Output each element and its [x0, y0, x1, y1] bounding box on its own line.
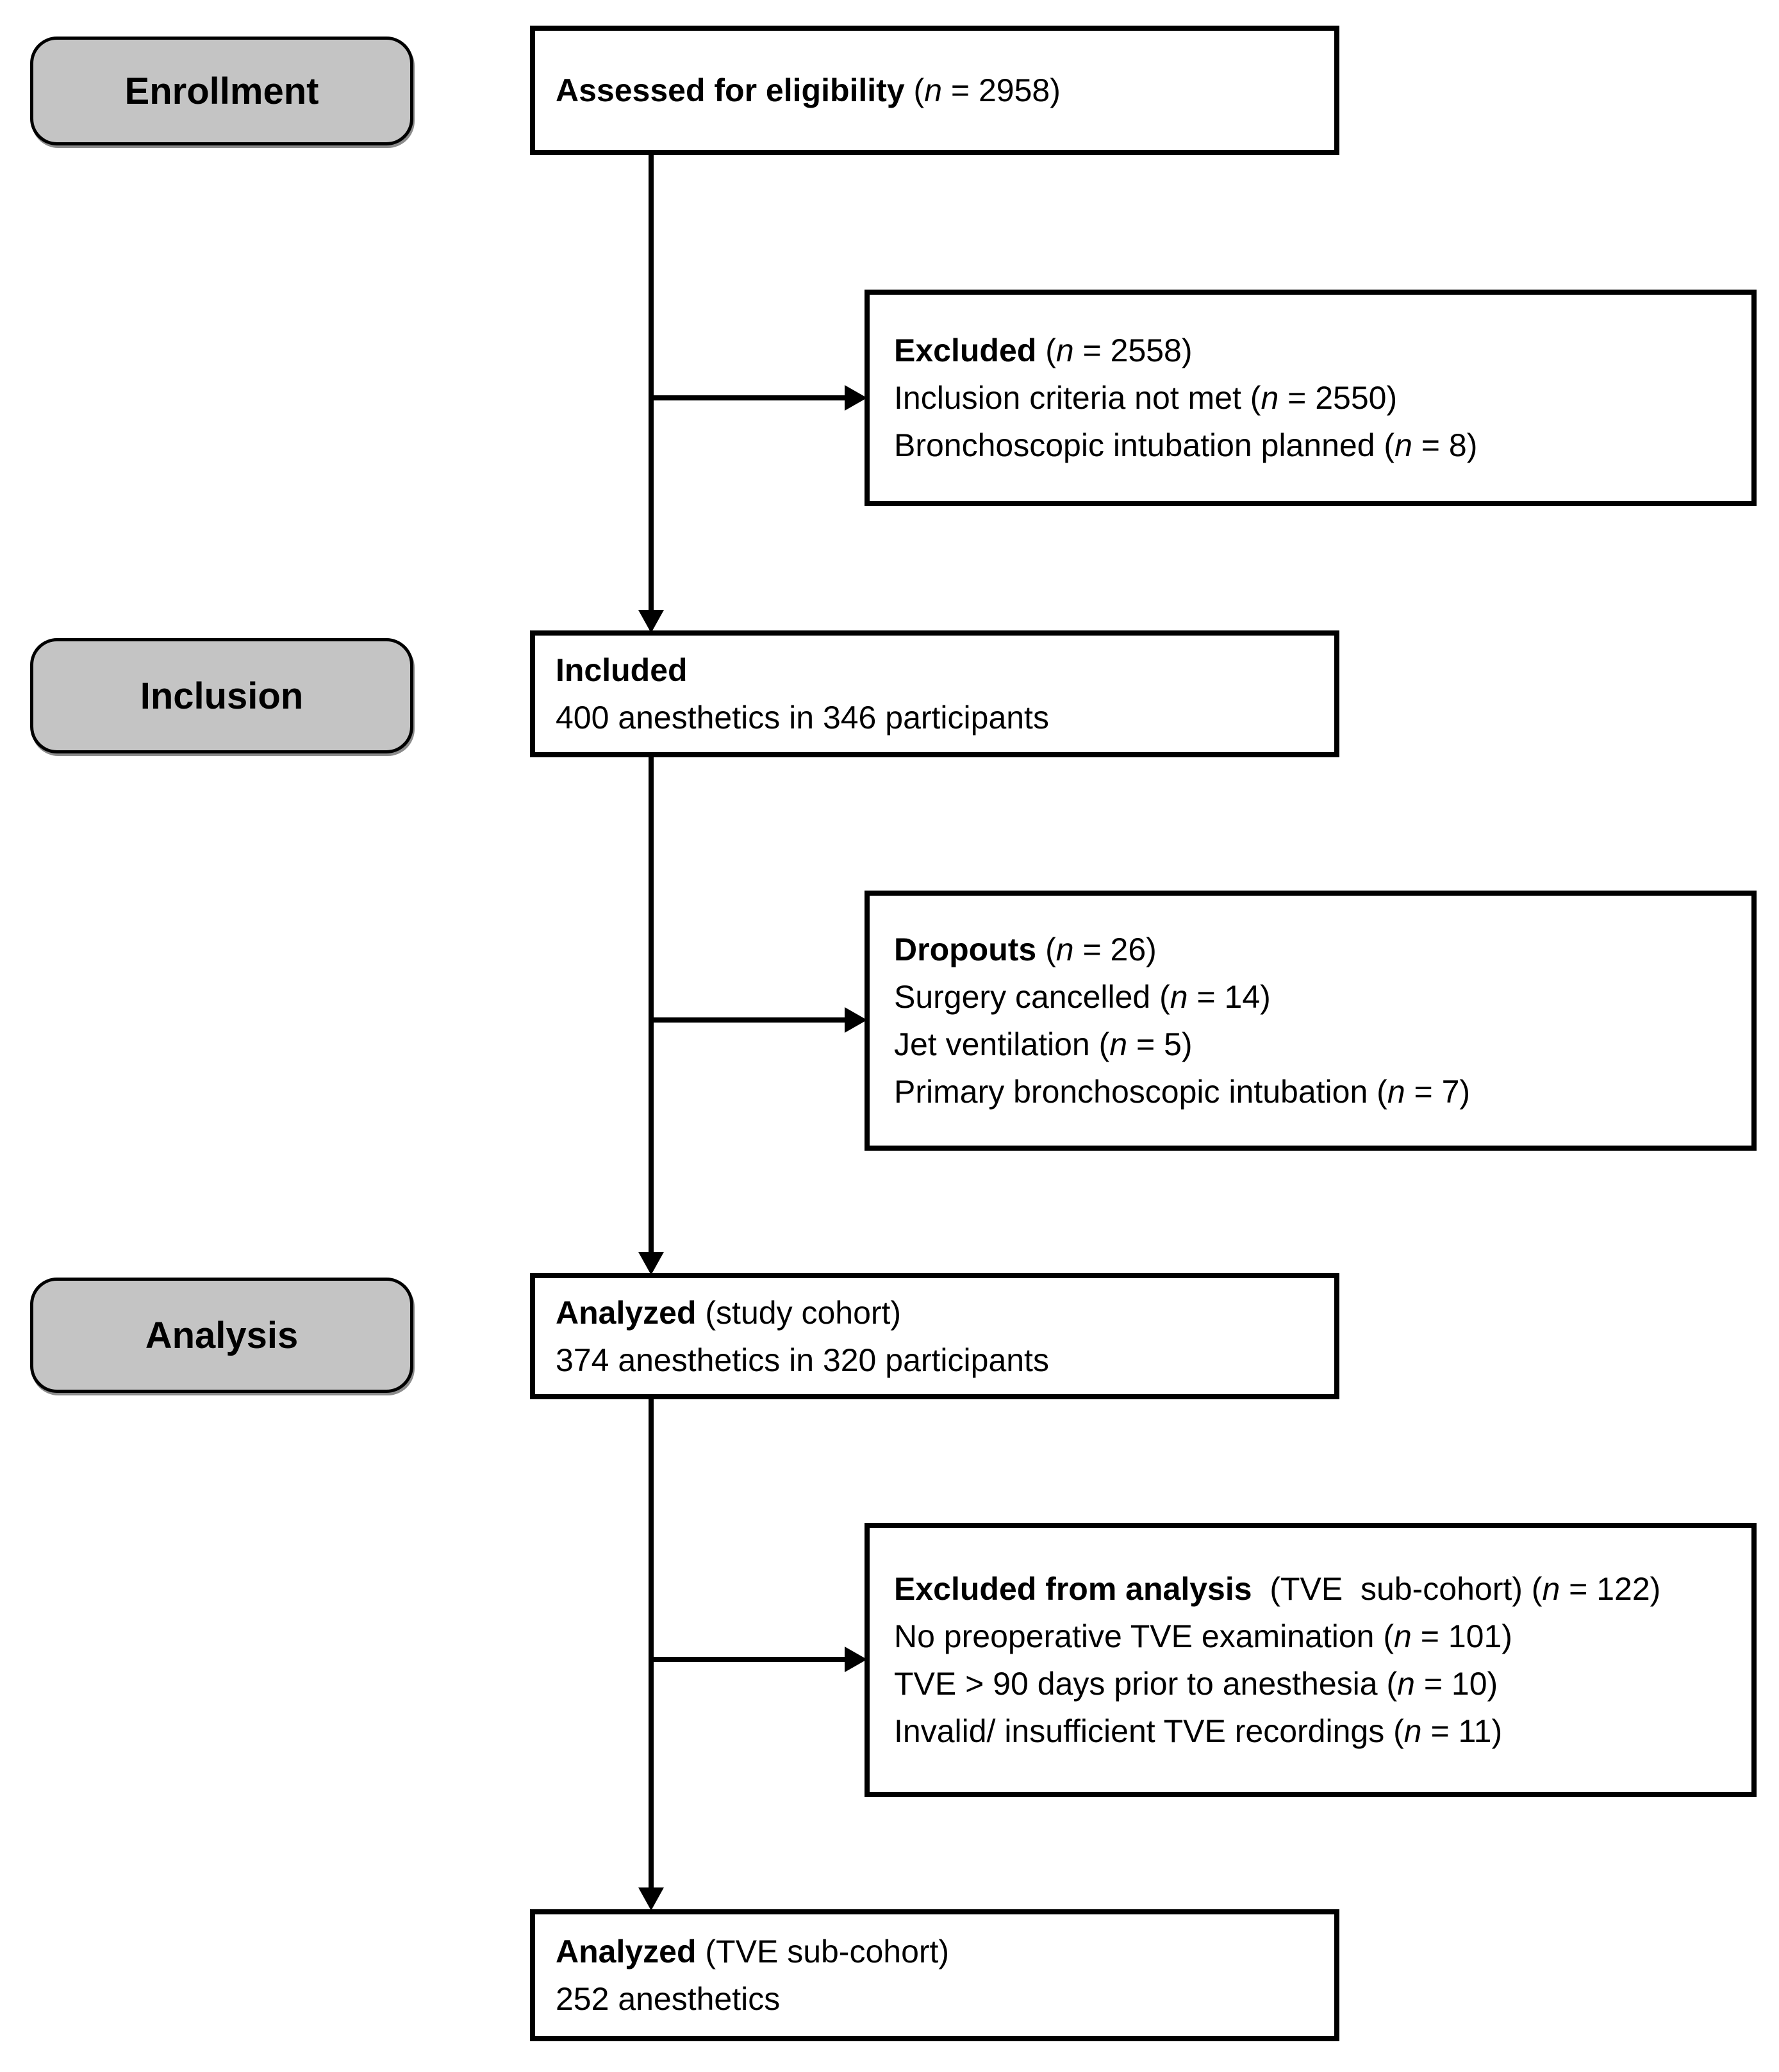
box-analyzed-tve-subcohort: Analyzed (TVE sub-cohort) 252 anesthetics	[530, 1909, 1339, 2041]
arrowhead-into-excluded-analysis	[845, 1647, 867, 1672]
text-line: Jet ventilation (n = 5)	[894, 1026, 1193, 1062]
box-assessed-for-eligibility: Assessed for eligibility (n = 2958)	[530, 26, 1339, 155]
stage-label-inclusion-text: Inclusion	[140, 675, 304, 717]
box-analyzed-study-cohort: Analyzed (study cohort) 374 anesthetics i…	[530, 1273, 1339, 1399]
stage-label-analysis-text: Analysis	[145, 1314, 299, 1356]
text-line: Excluded (n = 2558)	[894, 333, 1193, 368]
arrowhead-into-analyzed	[638, 1252, 664, 1275]
stage-label-enrollment-text: Enrollment	[124, 70, 319, 112]
arrowhead-into-included	[638, 610, 664, 633]
arrowhead-into-dropouts	[845, 1007, 867, 1033]
text-line: 252 anesthetics	[556, 1981, 781, 2017]
box-excluded: Excluded (n = 2558) Inclusion criteria no…	[865, 290, 1757, 506]
text-line: 400 anesthetics in 346 participants	[556, 700, 1049, 736]
box-included: Included 400 anesthetics in 346 participa…	[530, 630, 1339, 757]
text-line: Invalid/ insufficient TVE recordings (n …	[894, 1713, 1503, 1749]
text-line: Inclusion criteria not met (n = 2550)	[894, 380, 1398, 416]
box-excluded-from-analysis: Excluded from analysis (TVE sub-cohort) …	[865, 1523, 1757, 1797]
stage-label-enrollment: Enrollment	[30, 37, 413, 145]
text-line: Surgery cancelled (n = 14)	[894, 979, 1271, 1015]
arrowhead-into-excluded	[845, 385, 867, 411]
text-line: Bronchoscopic intubation planned (n = 8)	[894, 427, 1478, 463]
stage-label-inclusion: Inclusion	[30, 638, 413, 753]
box-dropouts: Dropouts (n = 26) Surgery cancelled (n = …	[865, 891, 1757, 1151]
text-line: Analyzed (study cohort)	[556, 1294, 902, 1331]
text-line: Analyzed (TVE sub-cohort)	[556, 1934, 950, 1969]
text-line: 374 anesthetics in 320 participants	[556, 1342, 1049, 1378]
text-line: Dropouts (n = 26)	[894, 932, 1157, 967]
text-line: Primary bronchoscopic intubation (n = 7)	[894, 1074, 1471, 1110]
arrowhead-into-analyzed-tve	[638, 1887, 664, 1911]
text-line: TVE > 90 days prior to anesthesia (n = 1…	[894, 1666, 1498, 1702]
text-line: No preoperative TVE examination (n = 101…	[894, 1618, 1512, 1654]
stage-label-analysis: Analysis	[30, 1278, 413, 1393]
text-line: Excluded from analysis (TVE sub-cohort) …	[894, 1571, 1661, 1607]
text-line: Included	[556, 652, 688, 688]
text-line: Assessed for eligibility (n = 2958)	[556, 72, 1061, 108]
